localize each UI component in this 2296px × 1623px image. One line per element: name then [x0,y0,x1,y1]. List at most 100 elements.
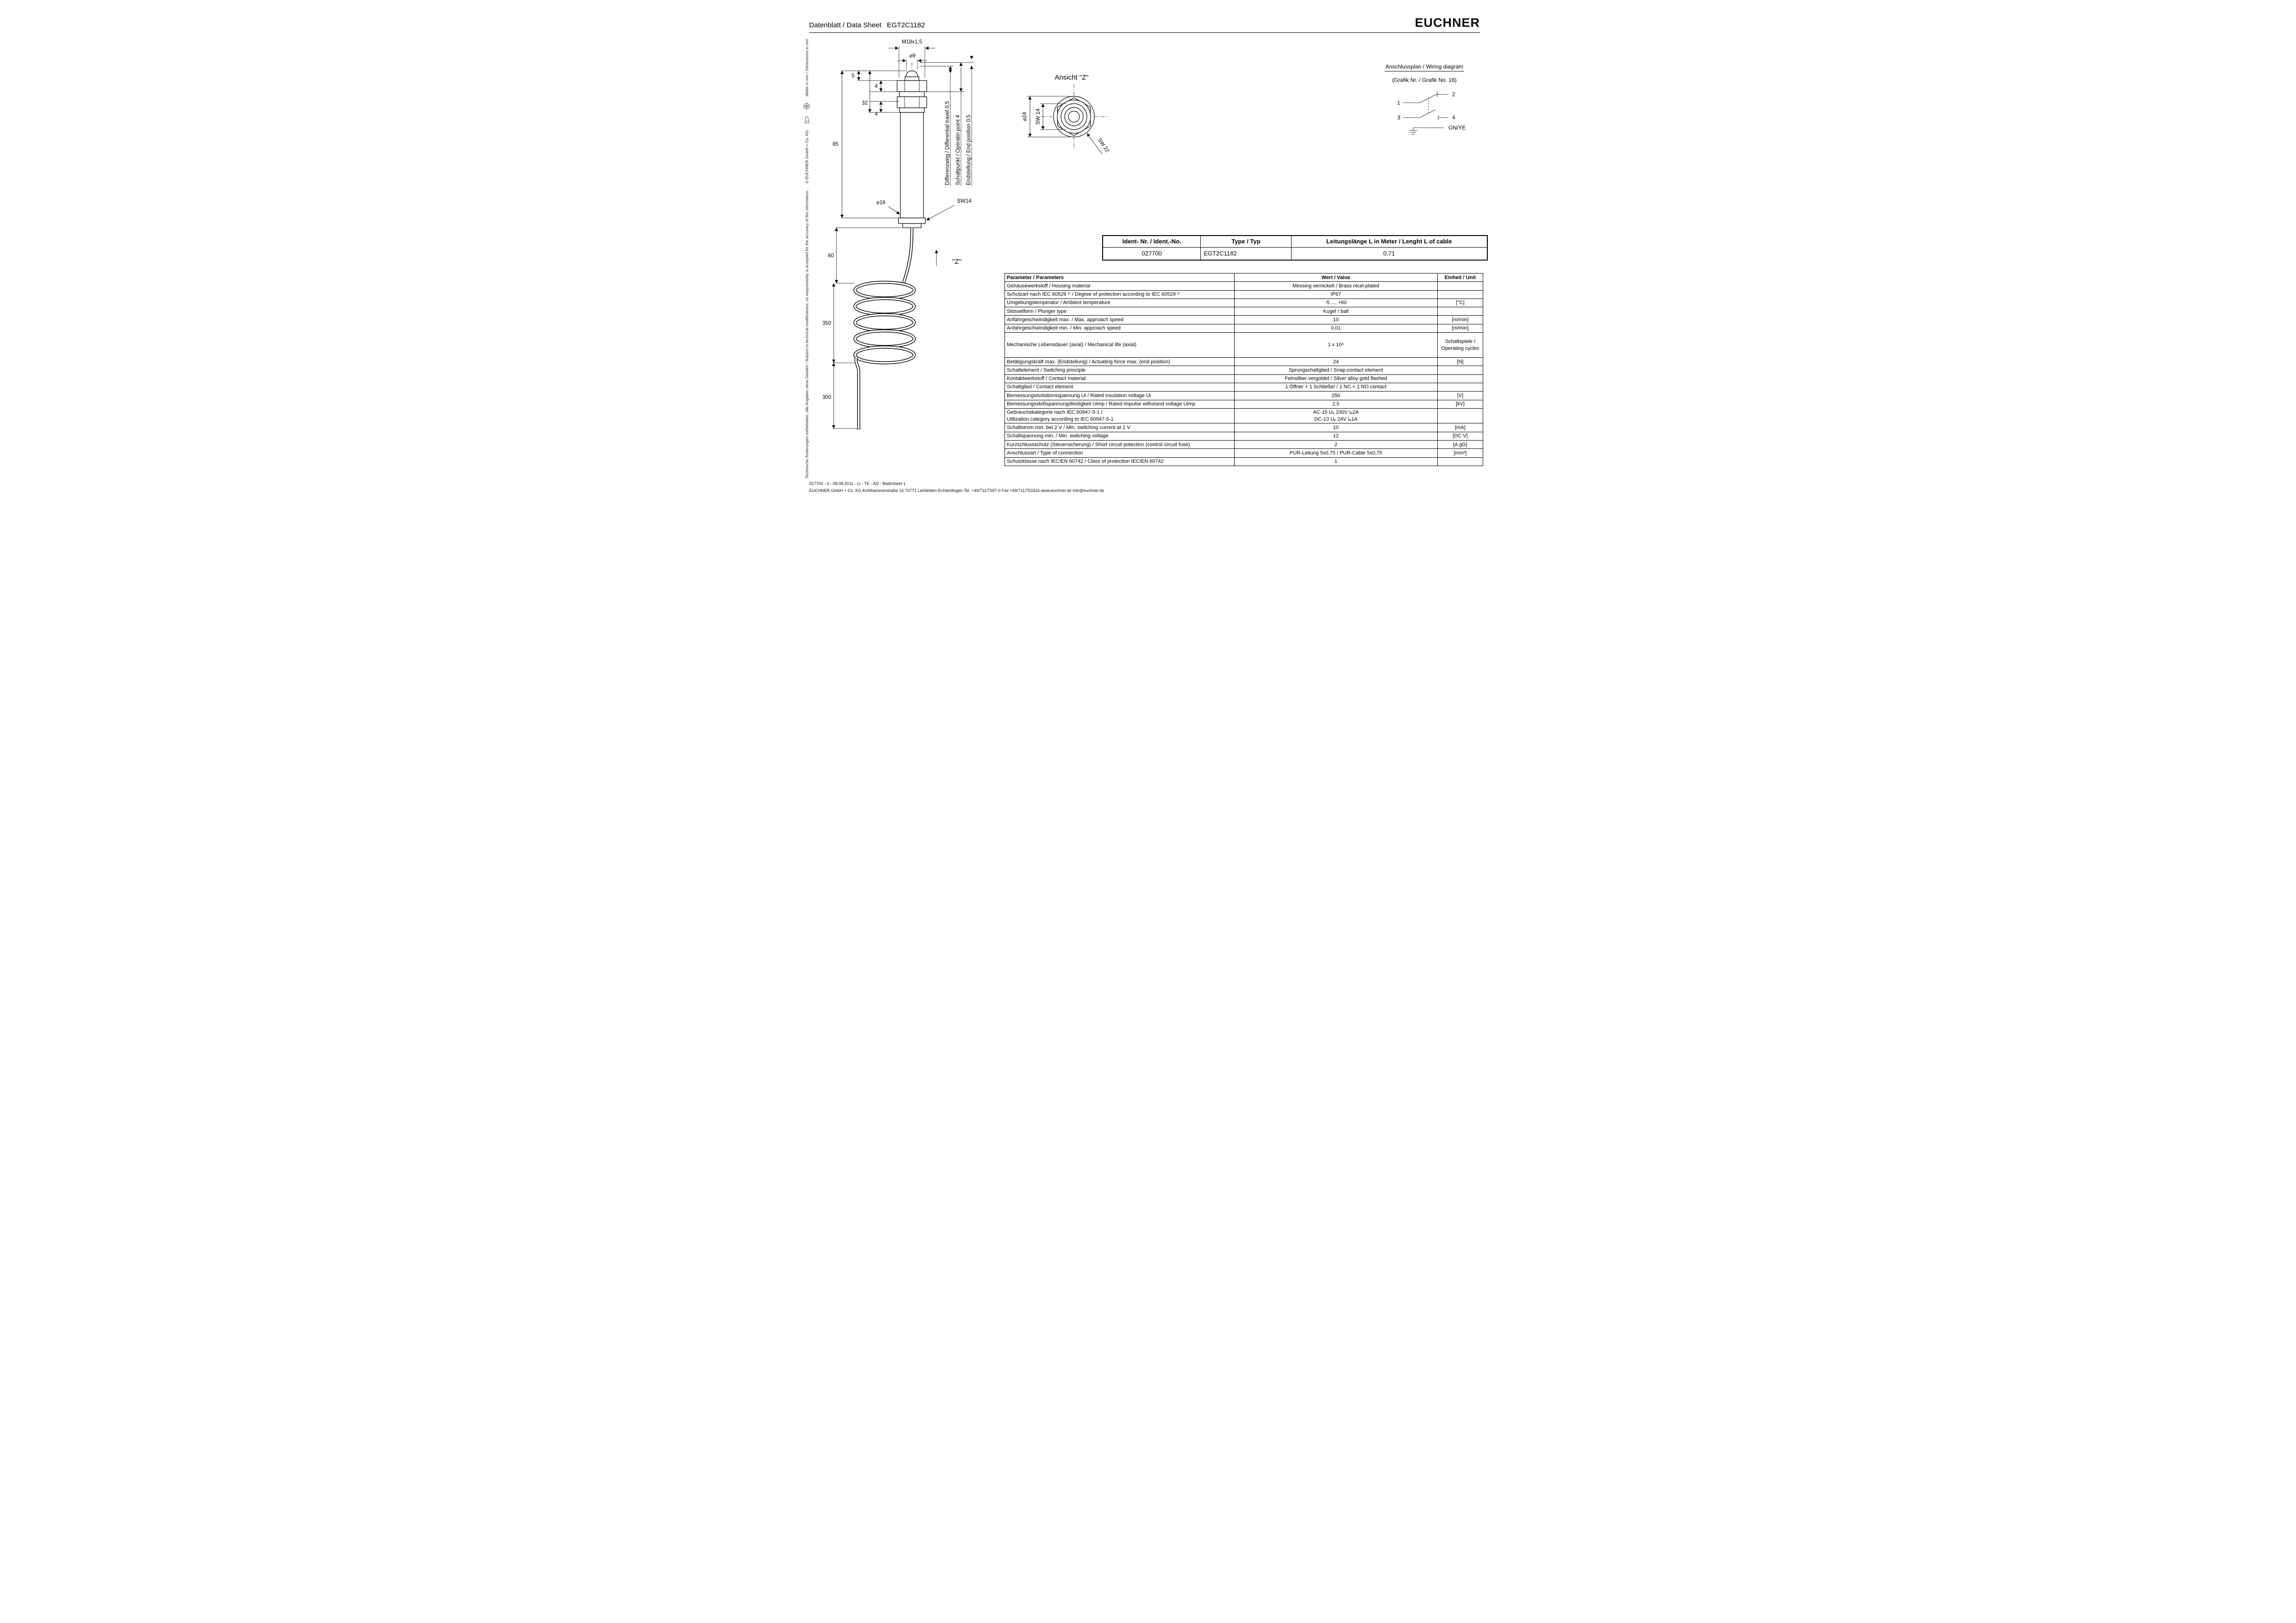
unit-cell [1437,457,1484,466]
table-row: Anfahrgeschwindigkeit min. / Min. approa… [1004,323,1484,333]
unit-cell [1437,408,1484,424]
param-cell: Betätigungskraft max. (Endstellung) / Ac… [1004,357,1235,367]
value-cell: 1 [1234,457,1438,466]
unit-cell: [kV] [1437,399,1484,409]
value-header: Wert / Value [1234,273,1438,282]
unit-cell [1437,281,1484,291]
footer: 027700 - 4 - 08.08.2011 - LI - TK - AD -… [809,481,1104,495]
value-cell: 10 [1234,315,1438,324]
wiring-pin2: 2 [1452,91,1455,98]
unit-cell: [mm²] [1437,448,1484,458]
param-cell: Anschlussart / Type of connection [1004,448,1235,458]
wiring-pin4: 4 [1452,114,1455,121]
dim-sw22-label: SW 22 [1097,137,1111,154]
unit-cell: [mA] [1437,423,1484,432]
cable-length-value: 0,71 [1291,247,1488,261]
header-divider [809,32,1480,33]
ident-header-row: Ident- Nr. / Ident.-No. Type / Typ Leitu… [1102,235,1488,248]
value-cell: 2 [1234,440,1438,449]
dim-4a-label: 4 [875,84,878,89]
ident-no-header: Ident- Nr. / Ident.-No. [1102,235,1201,248]
table-row: Bemessungsstoßspannungsfestigkeit Uimp /… [1004,399,1484,409]
dim-32-label: 32 [862,100,868,106]
sheet-label: Datenblatt / Data Sheet [809,21,881,29]
param-cell: Schaltelement / Switching principle [1004,366,1235,375]
param-cell: Schaltstrom min. bei 2 V / Min. switchin… [1004,423,1235,432]
param-cell: Gebrauchskategorie nach IEC 60947-5-1 / … [1004,408,1235,424]
param-cell: Kurzschlussschutz (Steuersicherung) / Sh… [1004,440,1235,449]
wiring-ground-label: GN/YE [1448,124,1466,131]
projection-target-icon [803,103,810,110]
differential-travel-label: Differenzweg / Differential travel 0,5 [945,101,950,185]
wiring-pin1: 1 [1397,99,1400,106]
table-row: Anfahrgeschwindigkeit max. / Max. approa… [1004,315,1484,324]
euchner-logo: EUCHNER [1415,16,1480,30]
ident-no-value: 027700 [1102,247,1201,261]
param-cell: Anfahrgeschwindigkeit max. / Max. approa… [1004,315,1235,324]
dim-300-label: 300 [822,395,831,400]
table-row: Betätigungskraft max. (Endstellung) / Ac… [1004,357,1484,367]
parameter-header: Parameter / Parameters [1004,273,1235,282]
param-header-row: Parameter / Parameters Wert / Value Einh… [1004,273,1484,282]
view-z-drawing: Ansicht "Z" ⌀24 SW 14 SW 22 [1022,74,1111,155]
value-cell: 10 [1234,423,1438,432]
param-cell: Stösselform / Plunger type [1004,307,1235,316]
value-cell: 12 [1234,431,1438,441]
table-row: Kurzschlussschutz (Steuersicherung) / Sh… [1004,440,1484,449]
sheet-number: EGT2C1182 [886,21,925,29]
unit-cell [1437,290,1484,299]
unit-cell: [°C] [1437,298,1484,308]
operating-point-label: Schaltpunkt / Operatin point 4 [955,115,961,185]
value-cell: 24 [1234,357,1438,367]
value-cell: Kugel / ball [1234,307,1438,316]
dim-sw14z-label: SW 14 [1036,108,1041,124]
value-cell: Feinsilber vergoldet / Silver alloy gold… [1234,374,1438,383]
dim-d24-label: ⌀24 [1022,112,1028,121]
end-position-label: Endstellung / End position 0,5 [966,115,972,185]
table-row: Gehäusewerkstoff / Housing material Mess… [1004,281,1484,291]
unit-cell: [A gG] [1437,440,1484,449]
coiled-cable [853,227,916,429]
ground-symbol-icon [1409,127,1444,135]
table-row: Umgebungstemperatur / Ambient temperatur… [1004,298,1484,308]
wiring-subtitle: (Grafik Nr. / Grafik No. 16) [1392,77,1456,83]
unit-cell: [N] [1437,357,1484,367]
param-cell: Schutzklasse nach IEC/EN 60742 / Class o… [1004,457,1235,466]
param-cell: Bemessungsisolationsspannung Ui / Rated … [1004,391,1235,400]
cable-length-header: Leitungslänge L in Meter / Lenght L of c… [1291,235,1488,248]
table-row: Gebrauchskategorie nach IEC 60947-5-1 / … [1004,408,1484,424]
copyright-text: © EUCHNER GmbH + Co. KG [804,130,809,184]
param-cell: Kontaktwerkstoff / Contact material [1004,374,1235,383]
param-cell: Gehäusewerkstoff / Housing material [1004,281,1235,291]
param-cell: Umgebungstemperatur / Ambient temperatur… [1004,298,1235,308]
unit-header: Einheit / Unit [1437,273,1484,282]
table-row: Kontaktwerkstoff / Contact material Fein… [1004,374,1484,383]
disclaimer-text: Technische Änderungen vorbehalten, alle … [804,190,809,479]
table-row: Schaltstrom min. bei 2 V / Min. switchin… [1004,423,1484,432]
unit-cell [1437,374,1484,383]
dim-d16-label: ⌀16 [876,200,886,205]
value-cell: 250 [1234,391,1438,400]
dim-d9-label: ⌀9 [909,53,915,59]
page-title: Datenblatt / Data Sheet EGT2C1182 [809,21,925,29]
dim-m18-label: M18x1,5 [902,39,922,45]
unit-cell [1437,307,1484,316]
dimension-lines: M18x1,5 ⌀9 5 4 32 4 [822,39,972,429]
dim-85-label: 85 [833,142,839,147]
dim-4b-label: 4 [875,112,878,117]
dim-sw14-label: SW14 [957,199,972,204]
unit-cell: Schaltspiele / Operating cycles [1437,332,1484,358]
unit-cell: [m/min] [1437,323,1484,333]
ident-table: Ident- Nr. / Ident.-No. Type / Typ Leitu… [1102,235,1488,261]
wiring-diagram: Anschlussplan / Wiring diagram (Grafik N… [1385,63,1466,135]
unit-cell: [DC V] [1437,431,1484,441]
projection-cone-icon [804,116,810,124]
table-row: Stösselform / Plunger type Kugel / ball [1004,307,1484,316]
plunger-switch-drawing [897,62,927,234]
dim-5-label: 5 [852,73,855,79]
param-cell: Anfahrgeschwindigkeit min. / Min. approa… [1004,323,1235,333]
table-row: Bemessungsisolationsspannung Ui / Rated … [1004,391,1484,400]
table-row: Schaltelement / Switching principle Spru… [1004,366,1484,375]
unit-cell: [V] [1437,391,1484,400]
value-cell: AC-15 Uₑ 230V Iₑ2A DC-13 Uₑ 24V Iₑ1A [1234,408,1438,424]
